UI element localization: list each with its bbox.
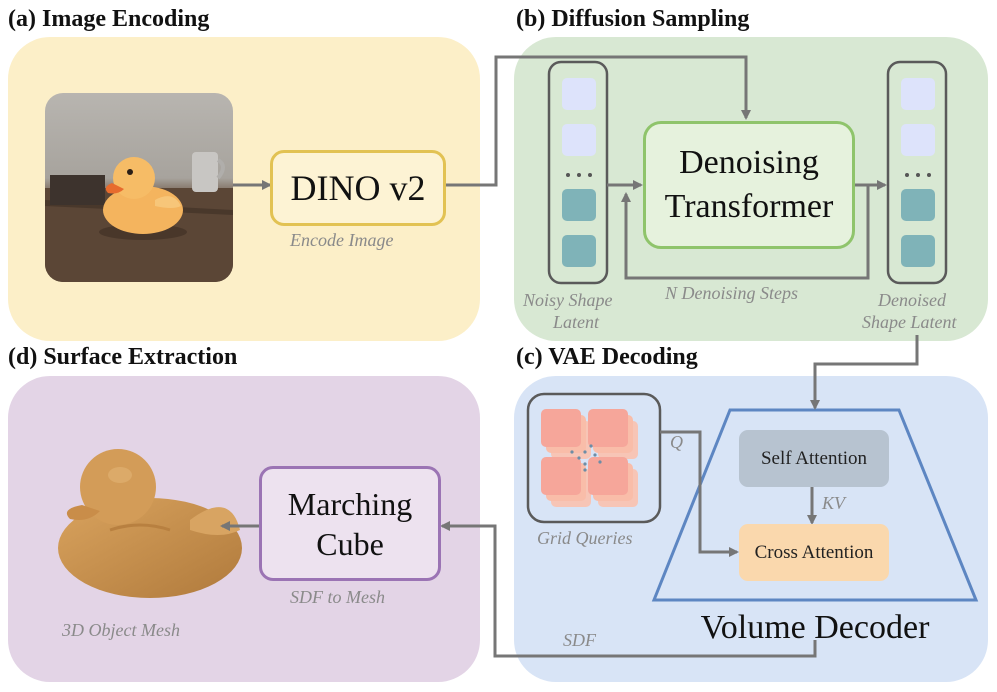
dino-v2-block: DINO v2 — [270, 150, 446, 226]
denoised-latent-caption-1: Denoised — [878, 290, 946, 310]
denoising-transformer-block: Denoising Transformer — [643, 121, 855, 249]
latent-token — [901, 124, 935, 156]
marching-label: Marching — [287, 485, 413, 522]
cube-label: Cube — [316, 525, 384, 562]
grid-queries-caption: Grid Queries — [537, 528, 633, 548]
noisy-latent-caption-1: Noisy Shape — [523, 290, 613, 310]
latent-token — [901, 235, 935, 267]
section-title-d: (d) Surface Extraction — [8, 344, 238, 370]
cross-attention-label: Cross Attention — [754, 541, 874, 563]
latent-token — [901, 189, 935, 221]
q-label: Q — [670, 432, 683, 452]
grid-query-dots — [570, 444, 602, 472]
flow-arrows — [220, 55, 919, 658]
noisy-latent-column — [547, 60, 609, 285]
cross-attention-block: Cross Attention — [739, 524, 889, 581]
section-title-b: (b) Diffusion Sampling — [516, 6, 750, 32]
sdf-label: SDF — [563, 630, 596, 650]
noisy-latent-caption-2: Latent — [553, 312, 600, 332]
grid-queries-box — [526, 392, 662, 524]
grid-query-stack — [541, 409, 638, 507]
transformer-label: Transformer — [664, 188, 834, 225]
object-mesh-caption: 3D Object Mesh — [62, 620, 180, 640]
object-mesh-image — [58, 449, 242, 598]
self-attention-block: Self Attention — [739, 430, 889, 487]
denoising-label: Denoising — [679, 144, 819, 181]
encode-image-caption: Encode Image — [290, 230, 394, 250]
sdf-to-mesh-caption: SDF to Mesh — [290, 587, 385, 607]
kv-label: KV — [822, 493, 846, 513]
dino-v2-label: DINO v2 — [290, 168, 426, 208]
self-attention-label: Self Attention — [760, 447, 868, 469]
latent-token — [562, 124, 596, 156]
latent-token — [901, 78, 935, 110]
ellipsis-dots — [566, 173, 592, 177]
latent-token — [562, 189, 596, 221]
denoise-steps-caption: N Denoising Steps — [665, 283, 798, 303]
denoised-latent-caption-2: Shape Latent — [862, 312, 957, 332]
section-title-a: (a) Image Encoding — [8, 6, 210, 32]
input-photo-image — [45, 93, 233, 282]
latent-token — [562, 78, 596, 110]
section-title-c: (c) VAE Decoding — [516, 344, 698, 370]
latent-token — [562, 235, 596, 267]
denoised-latent-column — [886, 60, 948, 285]
volume-decoder-outline — [651, 408, 979, 602]
ellipsis-dots — [905, 173, 931, 177]
volume-decoder-label: Volume Decoder — [700, 609, 930, 646]
marching-cube-block: Marching Cube — [259, 466, 441, 581]
